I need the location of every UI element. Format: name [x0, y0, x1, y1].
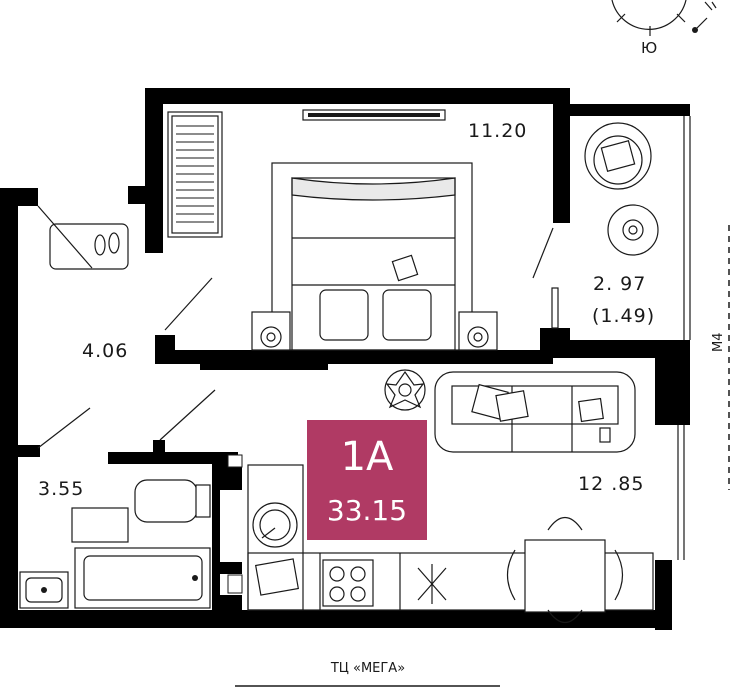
wardrobe: [167, 111, 223, 238]
sofa: [434, 371, 636, 453]
bedroom-area-label: 11.20: [468, 120, 527, 142]
shoe-mat: [37, 205, 129, 270]
cutting-board: [254, 558, 300, 596]
nightstands: [251, 311, 498, 351]
sink-icon: [19, 571, 69, 609]
balcony-chair: [584, 122, 652, 190]
walls: [0, 88, 691, 630]
bathroom-area-label: 3.55: [38, 478, 84, 500]
bathtub: [74, 547, 211, 609]
balcony-area-label: 2. 97: [593, 273, 646, 295]
hallway-area-label: 4.06: [82, 340, 128, 362]
south-label: Ю: [641, 39, 657, 57]
kitchen-counter: [247, 464, 654, 611]
apartment-type-label: 1A: [341, 434, 394, 480]
door-swings: [37, 227, 554, 449]
stove-icon: [322, 559, 374, 607]
fridge: [417, 564, 447, 604]
road-label: М4: [711, 333, 726, 353]
plant-icon: [384, 369, 426, 411]
windows: [227, 454, 243, 594]
dining-table: [506, 516, 624, 624]
toilet: [134, 479, 211, 523]
balcony-table: [607, 204, 659, 256]
apartment-badge: 1A 33.15: [307, 420, 427, 540]
balcony-reduced-area-label: (1.49): [592, 305, 655, 327]
tv-panel: [302, 109, 446, 121]
apartment-total-area: 33.15: [327, 494, 407, 527]
mall-label: ТЦ «МЕГА»: [330, 661, 405, 676]
compass-icon: [611, 0, 717, 36]
kitchen-sink: [252, 502, 298, 548]
living-kitchen-area-label: 12 .85: [578, 473, 644, 495]
bed: [271, 162, 473, 351]
washing-machine: [71, 507, 129, 543]
road-m4: М4: [711, 225, 730, 490]
